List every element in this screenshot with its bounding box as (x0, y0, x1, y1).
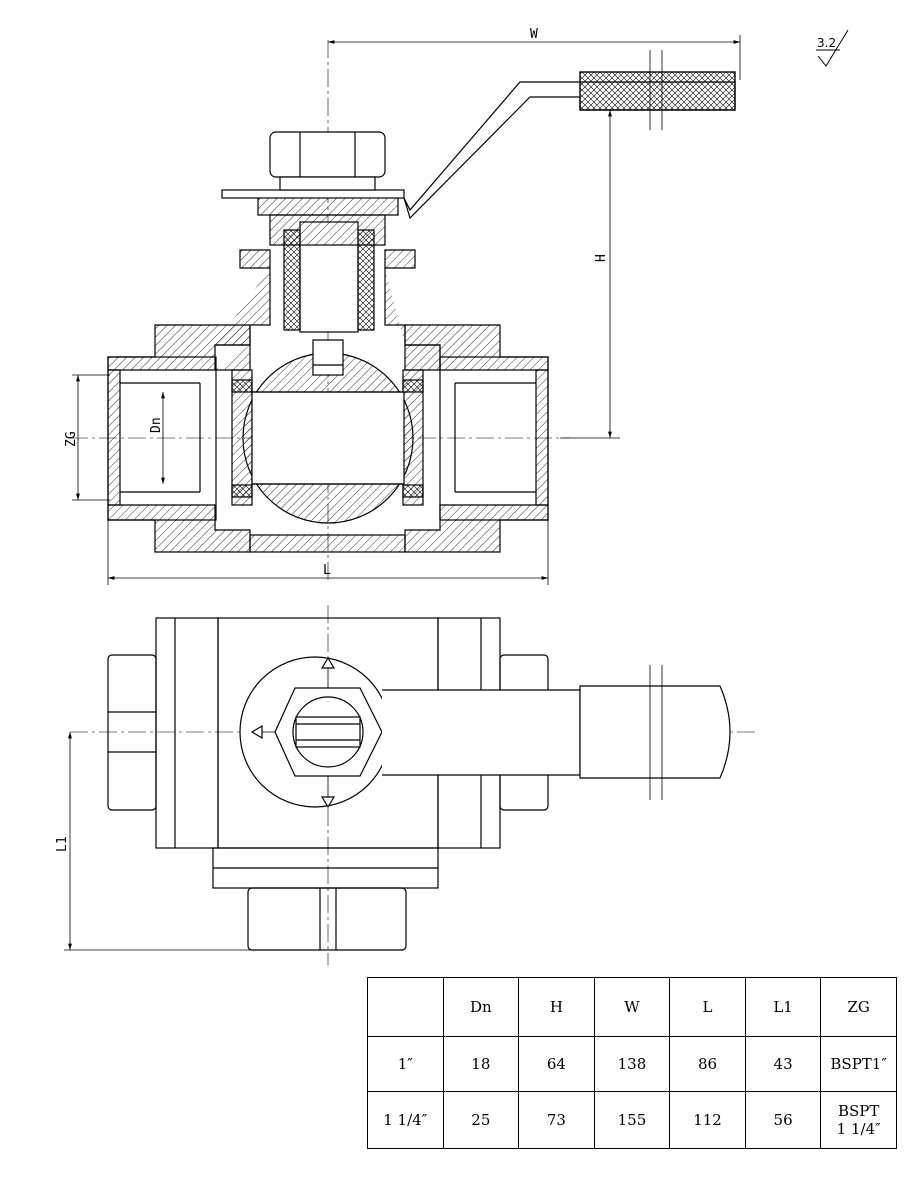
table-cell: 64 (518, 1036, 595, 1092)
table-header-cell (367, 977, 444, 1037)
table-cell: 86 (669, 1036, 746, 1092)
table-header-cell: L1 (744, 977, 822, 1037)
dim-label-zg: ZG (64, 431, 79, 447)
dim-label-h: H (594, 254, 609, 262)
table-header-row: Dn H W L L1 ZG (367, 977, 897, 1037)
table-row: 1 1/4″ 25 73 155 112 56 BSPT 1 1/4″ (367, 1091, 897, 1149)
table-row: 1″ 18 64 138 86 43 BSPT1″ (367, 1036, 897, 1092)
table-header-cell: ZG (820, 977, 897, 1037)
table-cell: 73 (518, 1091, 595, 1149)
table-cell: 56 (744, 1091, 822, 1149)
roughness-value: 3.2 (817, 36, 836, 50)
dimension-w (328, 35, 741, 80)
dimension-l (107, 520, 549, 585)
stem-nut (269, 131, 386, 178)
front-section-view (70, 40, 736, 580)
handle-grip-plan (579, 685, 731, 779)
table-cell: BSPT 1 1/4″ (820, 1091, 897, 1149)
table-cell: 43 (744, 1036, 822, 1092)
dim-label-l1: L1 (55, 836, 70, 852)
table-cell: 25 (442, 1091, 520, 1149)
spec-table: Dn H W L L1 ZG 1″ 18 64 138 86 43 BSPT1″… (367, 977, 897, 1149)
table-cell: 138 (593, 1036, 671, 1092)
dimension-zg (72, 374, 110, 501)
table-cell: 1 1/4″ (367, 1091, 444, 1149)
table-header-cell: Dn (442, 977, 520, 1037)
table-cell: BSPT1″ (820, 1036, 897, 1092)
table-cell: 18 (442, 1036, 520, 1092)
table-header-cell: L (669, 977, 746, 1037)
roughness-symbol (816, 29, 849, 67)
table-cell: 155 (593, 1091, 671, 1149)
table-header-cell: W (593, 977, 671, 1037)
plan-view (70, 605, 755, 965)
dim-label-dn: Dn (149, 417, 164, 433)
table-cell: 1″ (367, 1036, 444, 1092)
hex-nut-plan (274, 687, 383, 777)
dim-label-l: L (323, 563, 331, 578)
table-cell: 112 (669, 1091, 746, 1149)
dimension-l1 (64, 732, 250, 951)
dimension-h (560, 110, 620, 439)
table-header-cell: H (518, 977, 595, 1037)
dim-label-w: W (530, 27, 538, 42)
